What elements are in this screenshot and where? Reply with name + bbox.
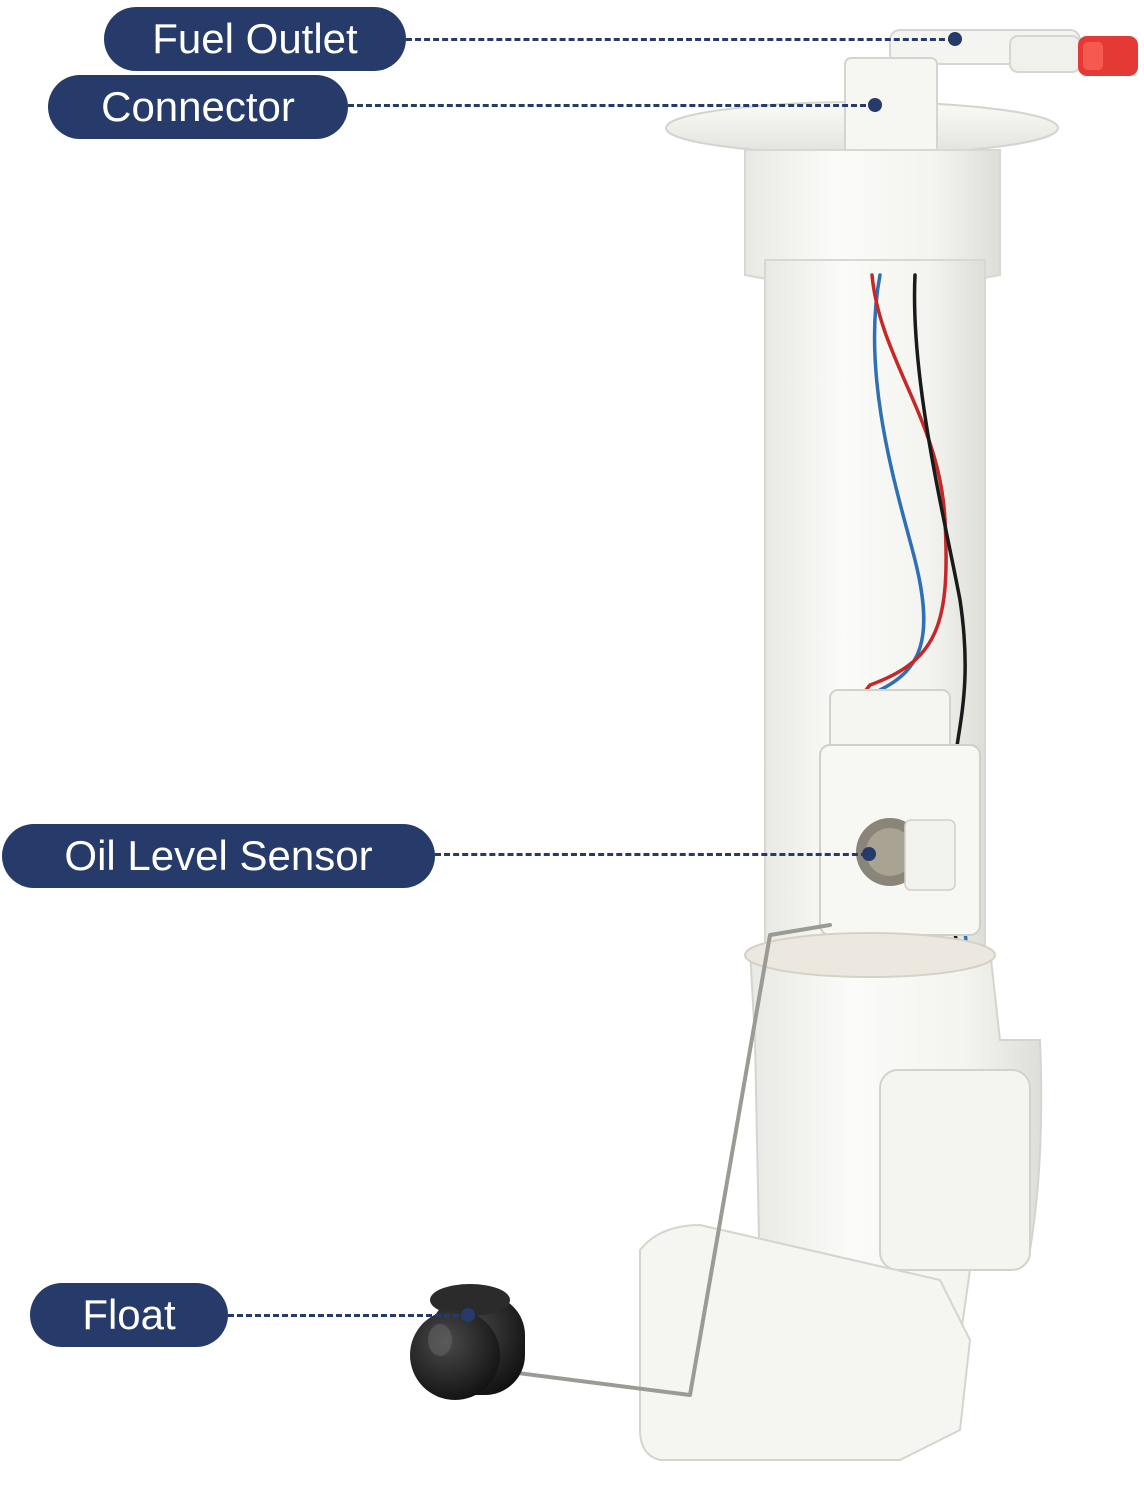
callout-leader-connector bbox=[348, 104, 875, 107]
sensor-block bbox=[819, 689, 981, 936]
float-arm bbox=[453, 923, 832, 1397]
float-ball bbox=[410, 1284, 525, 1400]
callout-leader-float bbox=[228, 1314, 468, 1317]
callout-label-float: Float bbox=[30, 1283, 228, 1347]
callout-label-fuel-outlet: Fuel Outlet bbox=[104, 7, 406, 71]
callout-dot-float bbox=[461, 1308, 475, 1322]
callout-leader-oil-level-sensor bbox=[435, 853, 867, 856]
base-bracket bbox=[639, 1223, 972, 1461]
callout-dot-oil-level-sensor bbox=[862, 847, 876, 861]
callout-dot-fuel-outlet bbox=[948, 32, 962, 46]
callout-label-connector: Connector bbox=[48, 75, 348, 139]
callout-dot-connector bbox=[868, 98, 882, 112]
callout-leader-fuel-outlet bbox=[406, 38, 954, 41]
callout-label-oil-level-sensor: Oil Level Sensor bbox=[2, 824, 435, 888]
lower-pump-body bbox=[744, 932, 1043, 1341]
fuel-outlet-nozzle bbox=[889, 29, 1138, 76]
